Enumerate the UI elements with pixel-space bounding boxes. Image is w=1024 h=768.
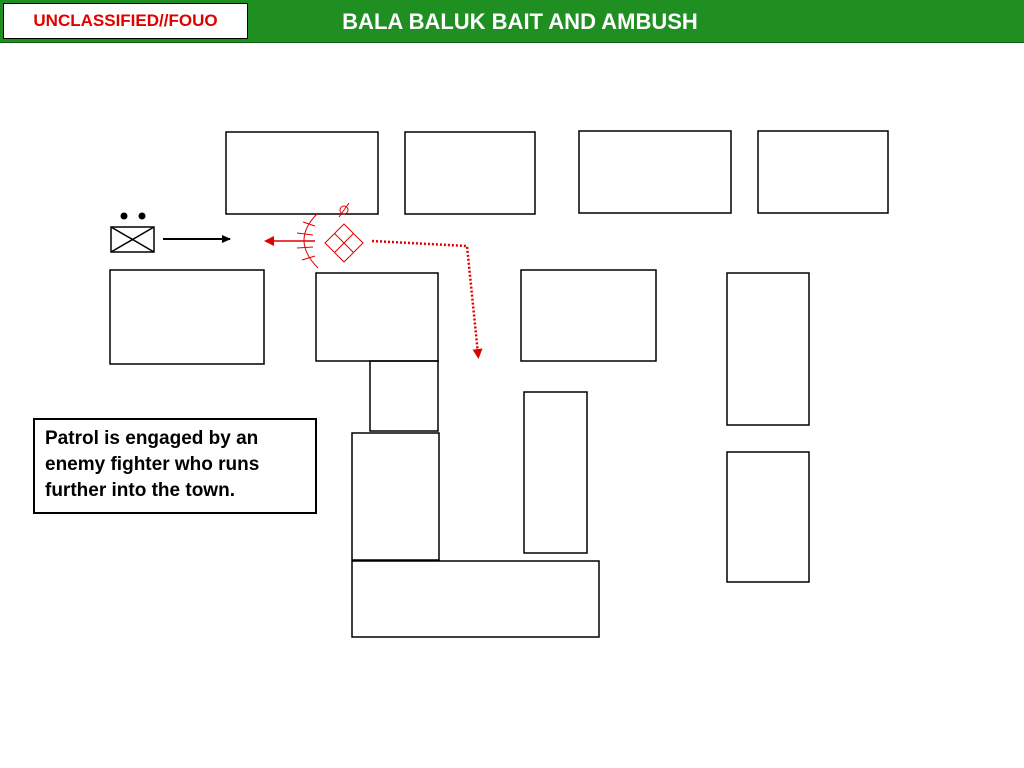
building bbox=[315, 272, 439, 362]
building bbox=[520, 269, 657, 362]
slide-title: BALA BALUK BAIT AND AMBUSH bbox=[342, 8, 698, 34]
enemy-fire-sector bbox=[296, 212, 319, 269]
building bbox=[369, 360, 439, 432]
enemy-echelon-symbol bbox=[339, 205, 349, 215]
buildings bbox=[109, 130, 889, 638]
classification-banner: UNCLASSIFIED//FOUO bbox=[3, 3, 248, 39]
building bbox=[109, 269, 265, 365]
building bbox=[523, 391, 588, 554]
echelon-dot bbox=[138, 212, 146, 220]
enemy-withdrawal-route bbox=[371, 239, 483, 359]
friendly-infantry-team-icon bbox=[110, 212, 155, 253]
caption-box: Patrol is engaged by an enemy fighter wh… bbox=[33, 418, 317, 514]
echelon-dot bbox=[120, 212, 128, 220]
building bbox=[404, 131, 536, 215]
building bbox=[757, 130, 889, 214]
title-bar: UNCLASSIFIED//FOUO BALA BALUK BAIT AND A… bbox=[0, 0, 1024, 43]
enemy-unit-icon bbox=[324, 202, 364, 263]
building bbox=[351, 432, 440, 561]
building bbox=[351, 560, 600, 638]
building bbox=[726, 451, 810, 583]
building bbox=[726, 272, 810, 426]
building bbox=[578, 130, 732, 214]
building bbox=[225, 131, 379, 215]
